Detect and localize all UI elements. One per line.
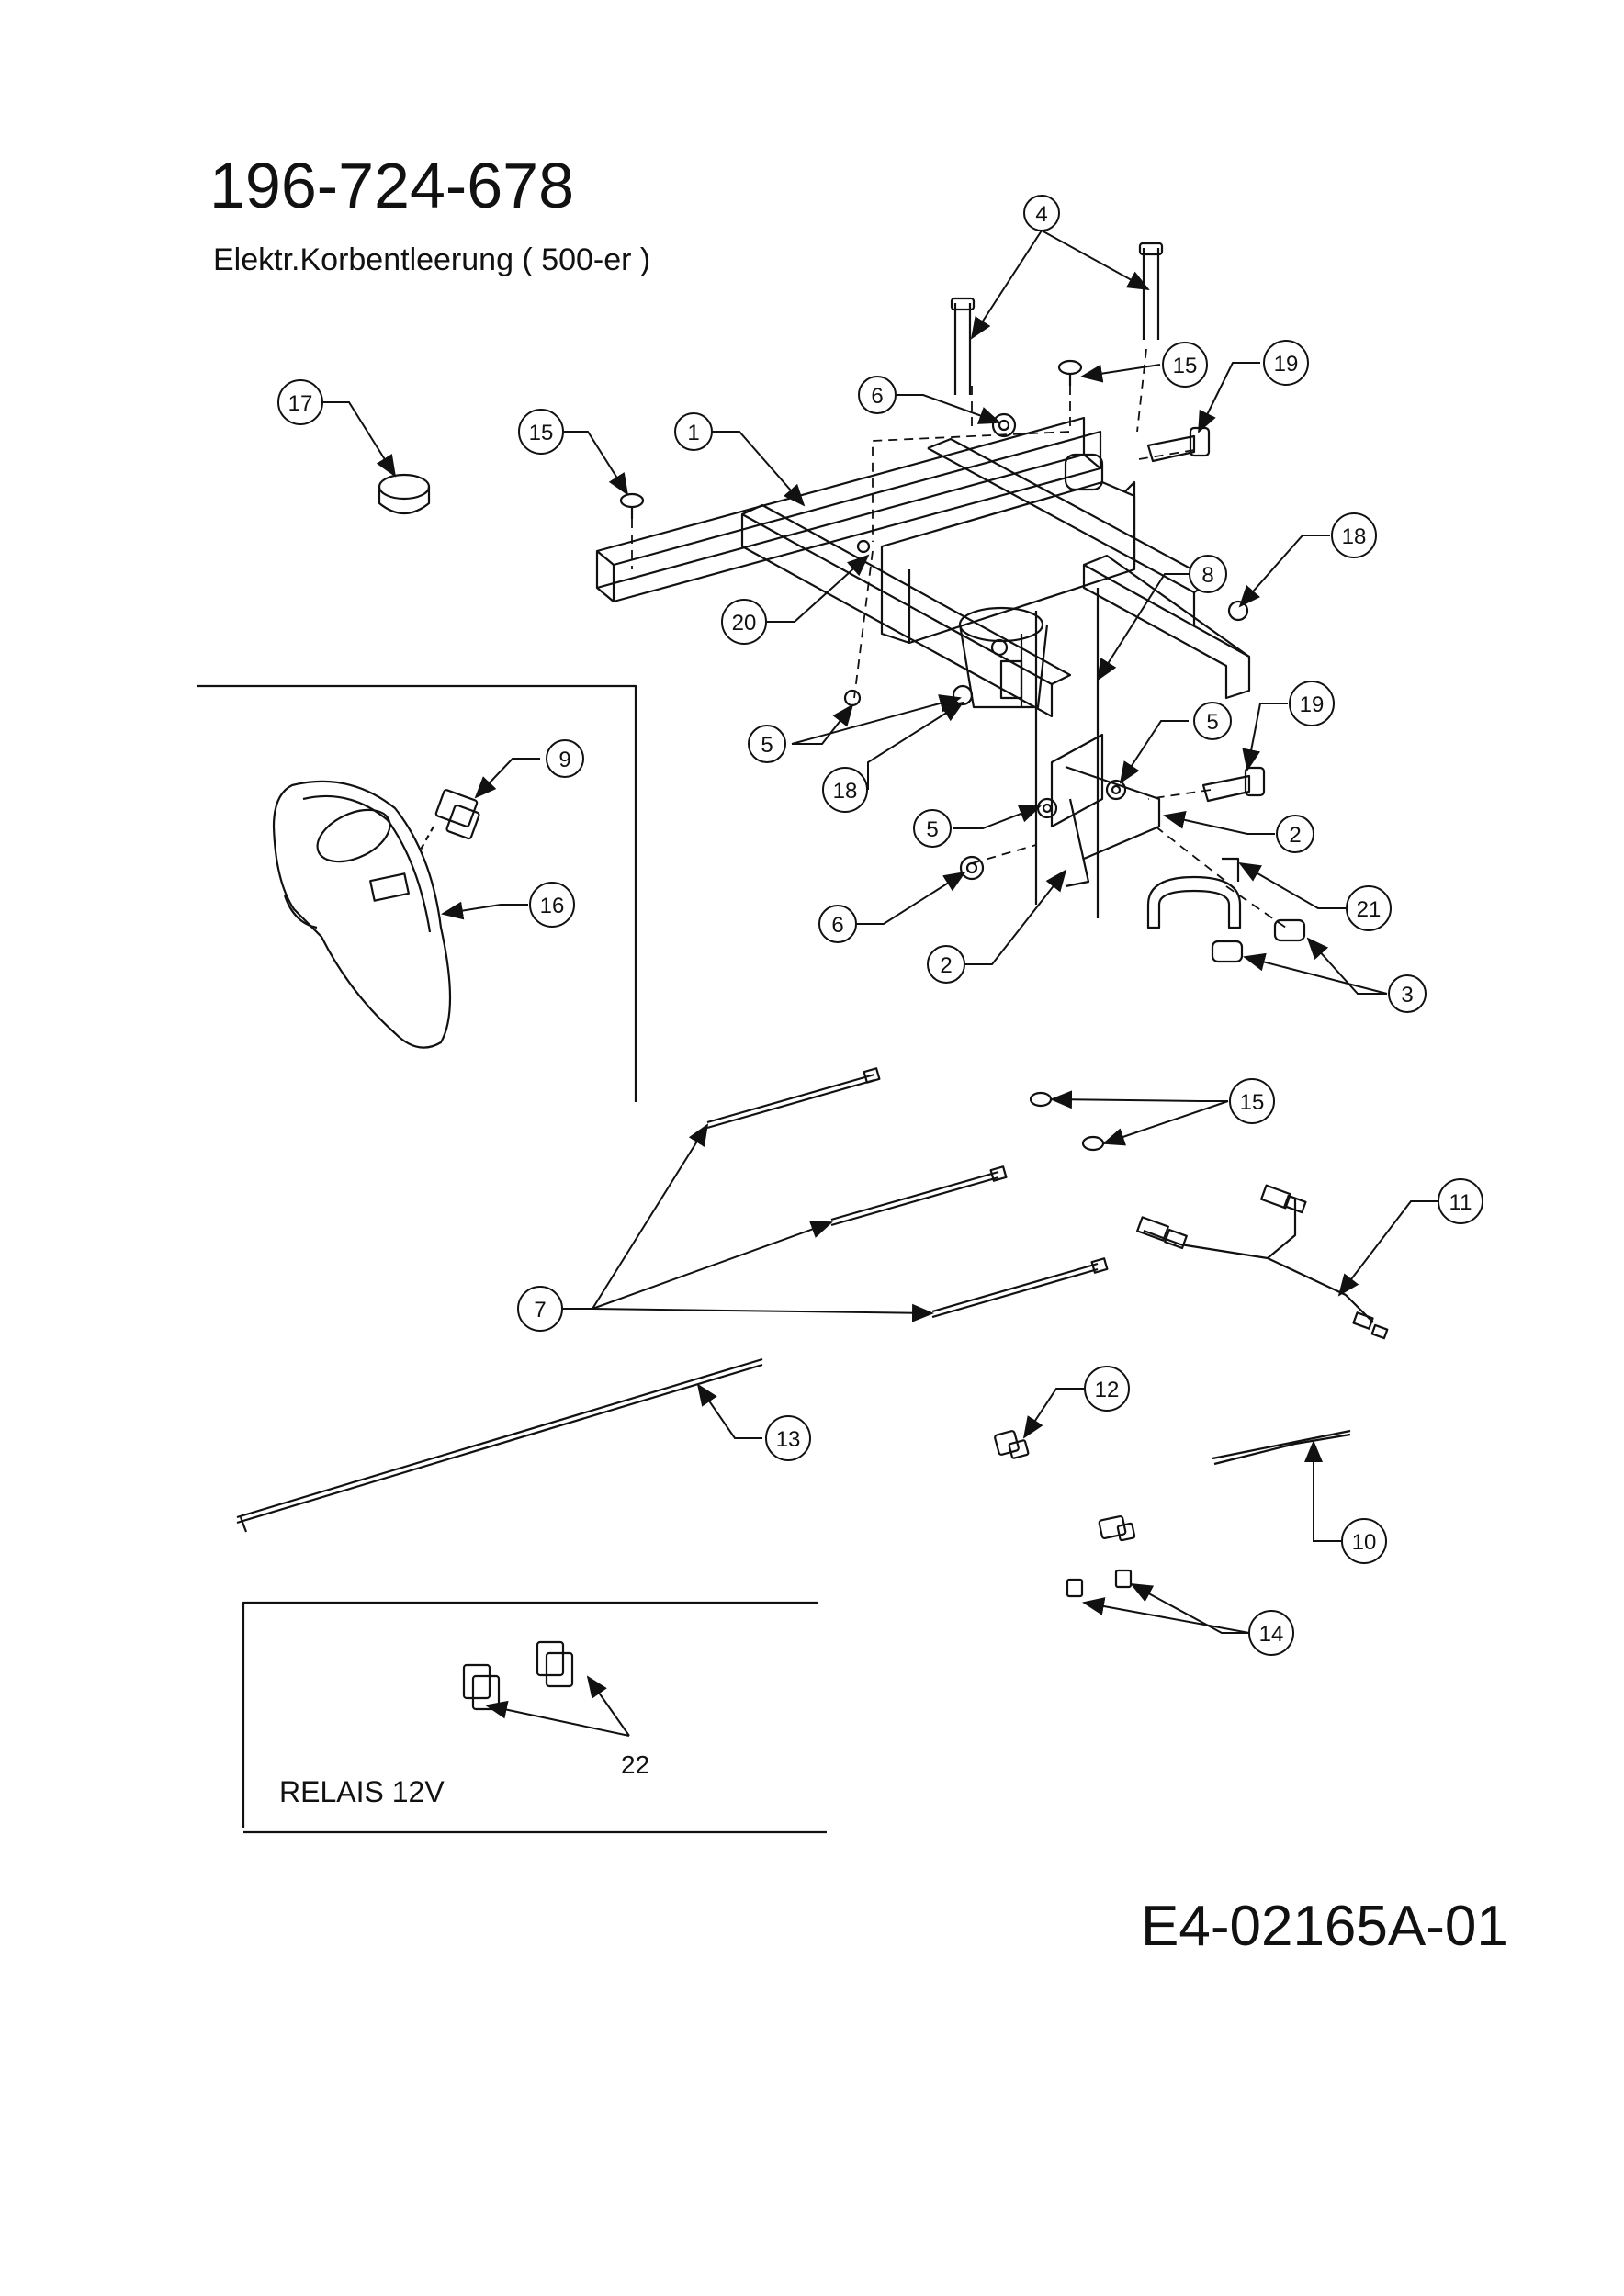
callout-6-top: 6 xyxy=(858,376,897,414)
callout-19-lower: 19 xyxy=(1289,681,1335,726)
relay-label: RELAIS 12V xyxy=(279,1775,445,1808)
svg-text:9: 9 xyxy=(558,748,570,772)
cap-part-17 xyxy=(378,473,431,514)
callout-18-left: 18 xyxy=(822,767,868,813)
callout-13: 13 xyxy=(765,1415,811,1461)
control-inset xyxy=(197,684,637,1102)
callout-15-lower: 15 xyxy=(1229,1078,1275,1124)
callout-15-left: 15 xyxy=(518,409,564,455)
callout-5-mid: 5 xyxy=(913,809,952,848)
frame-assembly xyxy=(595,416,1251,918)
svg-text:15: 15 xyxy=(529,421,554,445)
callout-21: 21 xyxy=(1346,885,1392,931)
svg-text:15: 15 xyxy=(1240,1090,1265,1115)
svg-text:17: 17 xyxy=(288,391,313,416)
callout-2-right: 2 xyxy=(1276,815,1314,853)
leader-lines xyxy=(321,230,1438,1737)
drawing-number: E4-02165A-01 xyxy=(1141,1895,1508,1958)
svg-text:13: 13 xyxy=(776,1427,801,1452)
callout-12: 12 xyxy=(1084,1366,1130,1412)
svg-text:18: 18 xyxy=(833,779,858,804)
assembly-name: Elektr.Korbentleerung ( 500-er ) xyxy=(213,242,651,277)
svg-text:16: 16 xyxy=(540,894,565,918)
svg-text:10: 10 xyxy=(1352,1530,1377,1555)
connector-part-12 xyxy=(994,1430,1030,1459)
svg-text:12: 12 xyxy=(1095,1378,1120,1402)
relay-part-ref: 22 xyxy=(621,1750,650,1779)
svg-text:20: 20 xyxy=(732,611,757,636)
clamp-part-21 xyxy=(1146,857,1242,929)
svg-text:4: 4 xyxy=(1035,202,1047,227)
svg-text:5: 5 xyxy=(761,733,773,758)
svg-text:2: 2 xyxy=(1289,823,1301,848)
callout-10: 10 xyxy=(1341,1518,1387,1564)
svg-text:18: 18 xyxy=(1342,524,1367,549)
model-number: 196-724-678 xyxy=(209,150,574,221)
wire-harness-part-11 xyxy=(1136,1184,1389,1340)
svg-text:5: 5 xyxy=(926,817,938,842)
callout-5-left: 5 xyxy=(748,725,786,763)
callout-3: 3 xyxy=(1388,974,1427,1013)
callout-9: 9 xyxy=(546,739,584,778)
terminals-part-14 xyxy=(1066,1514,1136,1598)
cable-part-13 xyxy=(236,1357,763,1533)
svg-text:14: 14 xyxy=(1259,1622,1284,1647)
callout-20: 20 xyxy=(721,599,767,645)
assembly-lines xyxy=(631,348,1287,929)
pushpins-part-15 xyxy=(1029,1091,1117,1152)
callout-5-right: 5 xyxy=(1193,702,1232,740)
callout-7: 7 xyxy=(517,1286,563,1332)
svg-text:6: 6 xyxy=(831,913,843,938)
callout-4: 4 xyxy=(1023,195,1060,231)
svg-text:15: 15 xyxy=(1173,354,1198,378)
svg-text:21: 21 xyxy=(1357,897,1382,922)
callout-1: 1 xyxy=(674,412,713,451)
callout-11: 11 xyxy=(1438,1178,1483,1224)
callout-17: 17 xyxy=(277,379,323,425)
svg-text:8: 8 xyxy=(1201,563,1213,588)
svg-text:6: 6 xyxy=(871,384,883,409)
rods-part-7 xyxy=(706,1067,1109,1319)
svg-text:2: 2 xyxy=(940,953,952,978)
callout-14: 14 xyxy=(1248,1610,1294,1656)
bolt-part-4 xyxy=(950,242,1164,395)
wire-part-10 xyxy=(1212,1429,1351,1466)
svg-text:5: 5 xyxy=(1206,710,1218,735)
svg-text:11: 11 xyxy=(1449,1190,1472,1215)
callout-18-right: 18 xyxy=(1331,512,1377,558)
svg-text:3: 3 xyxy=(1401,983,1413,1007)
svg-text:7: 7 xyxy=(534,1298,546,1322)
relay-inset xyxy=(242,1601,827,1834)
clip-part-3 xyxy=(1211,918,1306,963)
svg-text:1: 1 xyxy=(687,421,699,445)
callout-15-top: 15 xyxy=(1162,342,1208,388)
callout-2-lower: 2 xyxy=(927,945,965,984)
callout-16: 16 xyxy=(529,882,575,928)
callout-8: 8 xyxy=(1189,555,1227,593)
svg-text:19: 19 xyxy=(1274,352,1299,377)
svg-text:19: 19 xyxy=(1300,692,1325,717)
callout-6-lower: 6 xyxy=(818,905,857,943)
callout-19-top: 19 xyxy=(1263,340,1309,386)
